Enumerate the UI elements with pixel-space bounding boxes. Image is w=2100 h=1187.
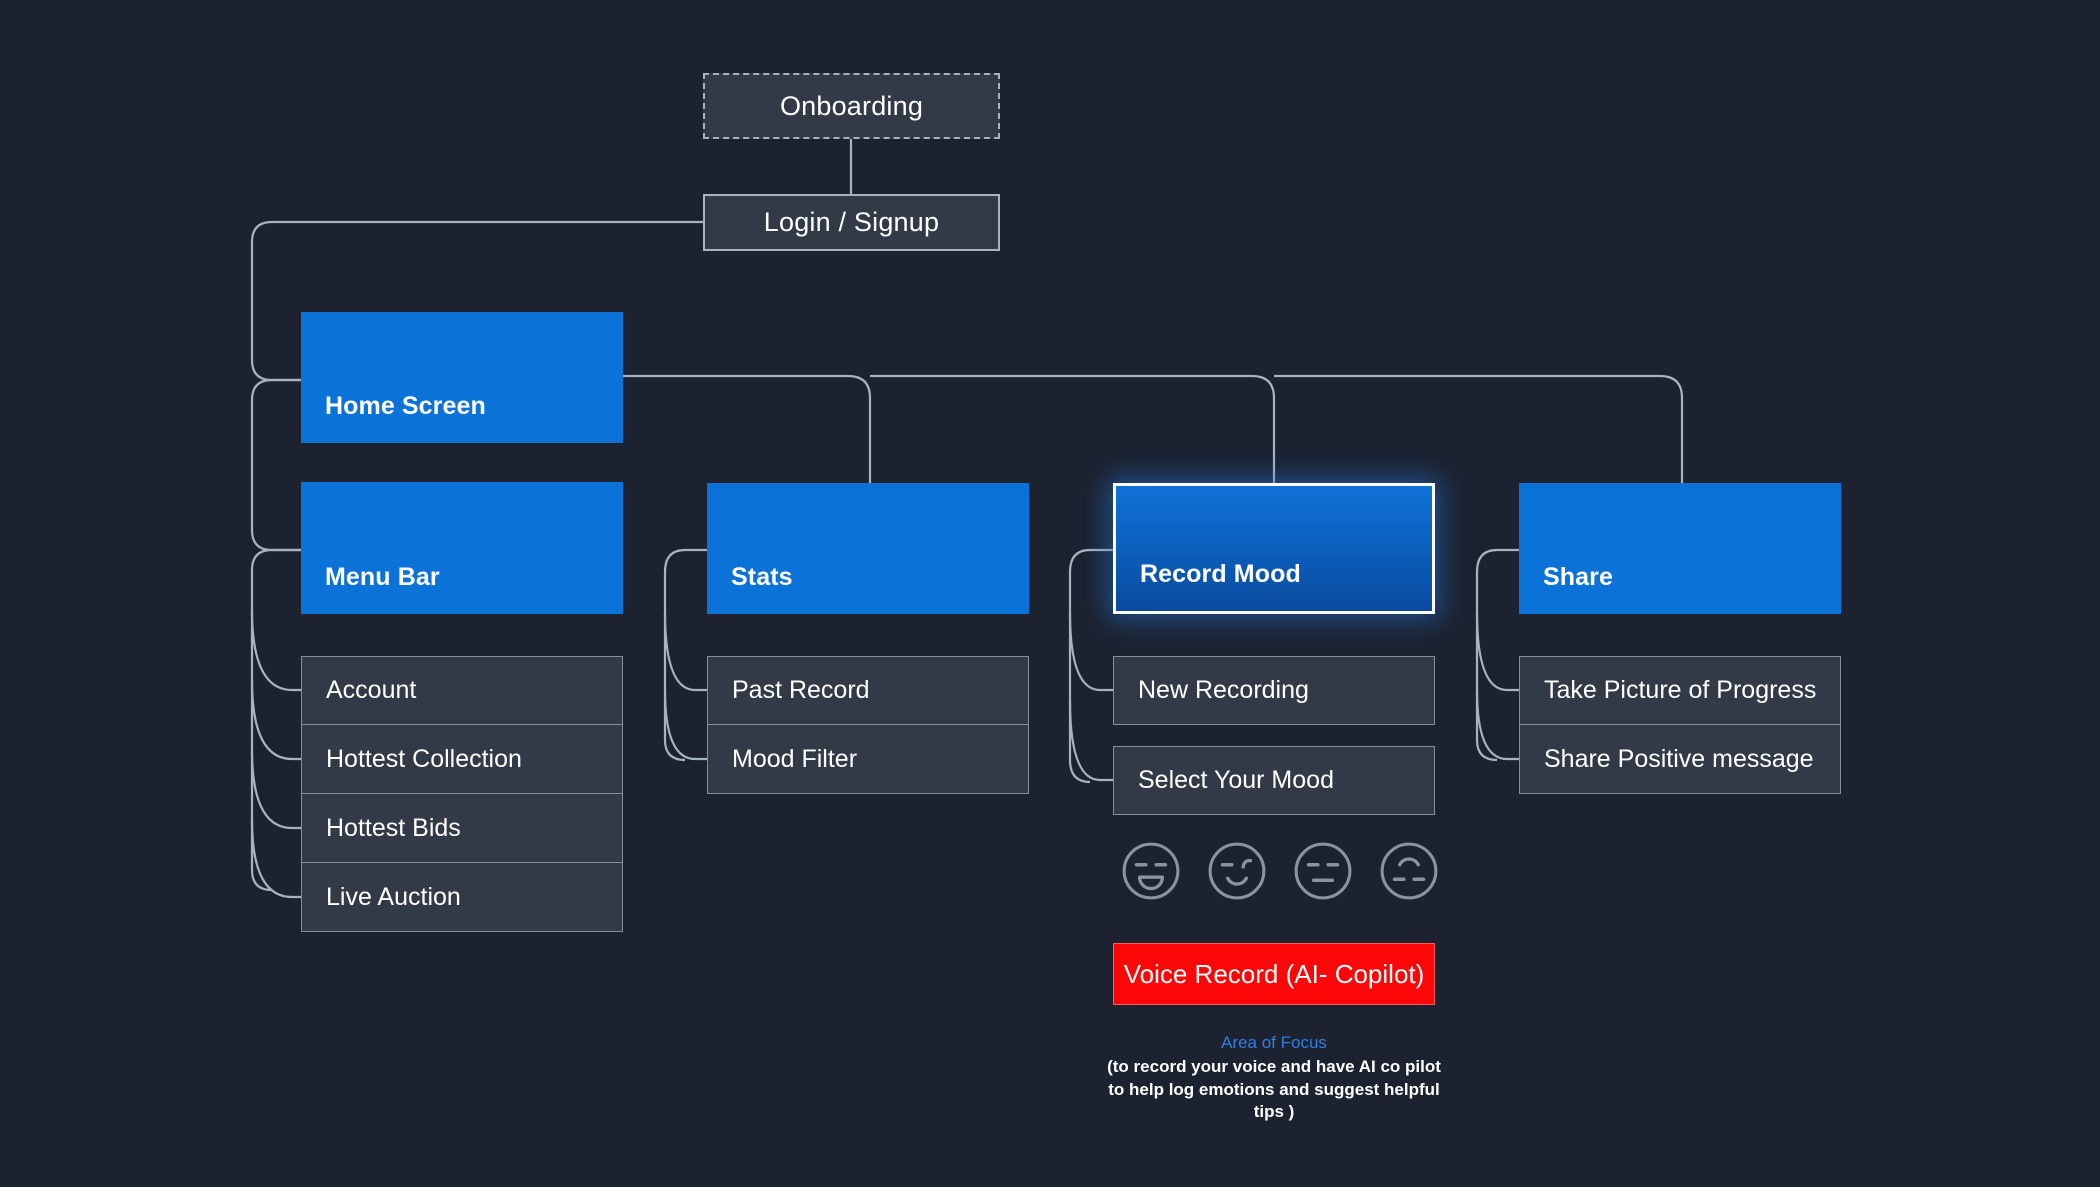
wire-share-item-1	[1475, 611, 1519, 692]
wire-record-item-1	[1068, 611, 1113, 692]
list-item[interactable]: Select Your Mood	[1113, 746, 1435, 815]
list-item[interactable]: Past Record	[707, 656, 1029, 725]
wire-menubar-item-1	[250, 609, 301, 692]
node-onboarding[interactable]: Onboarding	[703, 73, 1000, 139]
list-menu-bar-items: Account Hottest Collection Hottest Bids …	[301, 656, 623, 932]
list-item[interactable]: Account	[301, 656, 623, 725]
list-item[interactable]: Hottest Collection	[301, 725, 623, 794]
node-stats[interactable]: Stats	[707, 483, 1029, 614]
wire-share-trunk	[1475, 548, 1519, 762]
node-share[interactable]: Share	[1519, 483, 1841, 614]
list-stats-items: Past Record Mood Filter	[707, 656, 1029, 794]
mood-picker[interactable]	[1120, 840, 1440, 902]
node-record-mood-label: Record Mood	[1140, 560, 1301, 588]
wire-bus-drop-stats	[847, 374, 872, 485]
node-login-signup[interactable]: Login / Signup	[703, 194, 1000, 251]
list-item[interactable]: Take Picture of Progress	[1519, 656, 1841, 725]
wire-stats-trunk	[663, 548, 707, 762]
wire-record-item-2	[1068, 699, 1113, 782]
mood-smile-wink-icon[interactable]	[1206, 840, 1268, 902]
wire-stats-item-2	[663, 689, 707, 761]
list-record-mood-items: New Recording Select Your Mood	[1113, 656, 1435, 815]
node-menu-bar[interactable]: Menu Bar	[301, 482, 623, 614]
voice-record-button[interactable]: Voice Record (AI- Copilot)	[1113, 943, 1435, 1005]
node-stats-label: Stats	[731, 563, 793, 591]
list-item[interactable]: Share Positive message	[1519, 725, 1841, 794]
mood-happy-icon[interactable]	[1120, 840, 1182, 902]
wire-menubar-item-4	[250, 819, 301, 899]
area-of-focus-label: Area of Focus	[1221, 1033, 1327, 1052]
wire-menubar-item-2	[250, 679, 301, 761]
wire-bus-drop-record	[1251, 374, 1276, 485]
node-record-mood[interactable]: Record Mood	[1113, 483, 1435, 614]
wire-stats-item-1	[663, 611, 707, 692]
voice-record-button-label: Voice Record (AI- Copilot)	[1123, 958, 1425, 989]
wire-bus-drop-share	[1659, 374, 1684, 485]
list-item[interactable]: Live Auction	[301, 863, 623, 932]
list-share-items: Take Picture of Progress Share Positive …	[1519, 656, 1841, 794]
list-item[interactable]: Mood Filter	[707, 725, 1029, 794]
list-item[interactable]: New Recording	[1113, 656, 1435, 725]
node-home-screen[interactable]: Home Screen	[301, 312, 623, 443]
wire-share-item-2	[1475, 689, 1519, 761]
wire-home-to-menubar	[250, 378, 301, 552]
area-of-focus-annotation: Area of Focus (to record your voice and …	[1103, 1032, 1445, 1124]
node-share-label: Share	[1543, 563, 1613, 591]
node-home-screen-label: Home Screen	[325, 392, 486, 420]
wire-record-trunk	[1068, 548, 1113, 784]
mood-sad-upside-icon[interactable]	[1378, 840, 1440, 902]
node-login-signup-label: Login / Signup	[763, 207, 940, 237]
wire-menubar-trunk	[250, 548, 301, 892]
list-item[interactable]: Hottest Bids	[301, 794, 623, 863]
mood-neutral-icon[interactable]	[1292, 840, 1354, 902]
area-of-focus-description: (to record your voice and have AI co pil…	[1107, 1057, 1441, 1122]
wire-menubar-item-3	[250, 749, 301, 830]
node-onboarding-label: Onboarding	[779, 90, 924, 121]
node-menu-bar-label: Menu Bar	[325, 563, 440, 591]
